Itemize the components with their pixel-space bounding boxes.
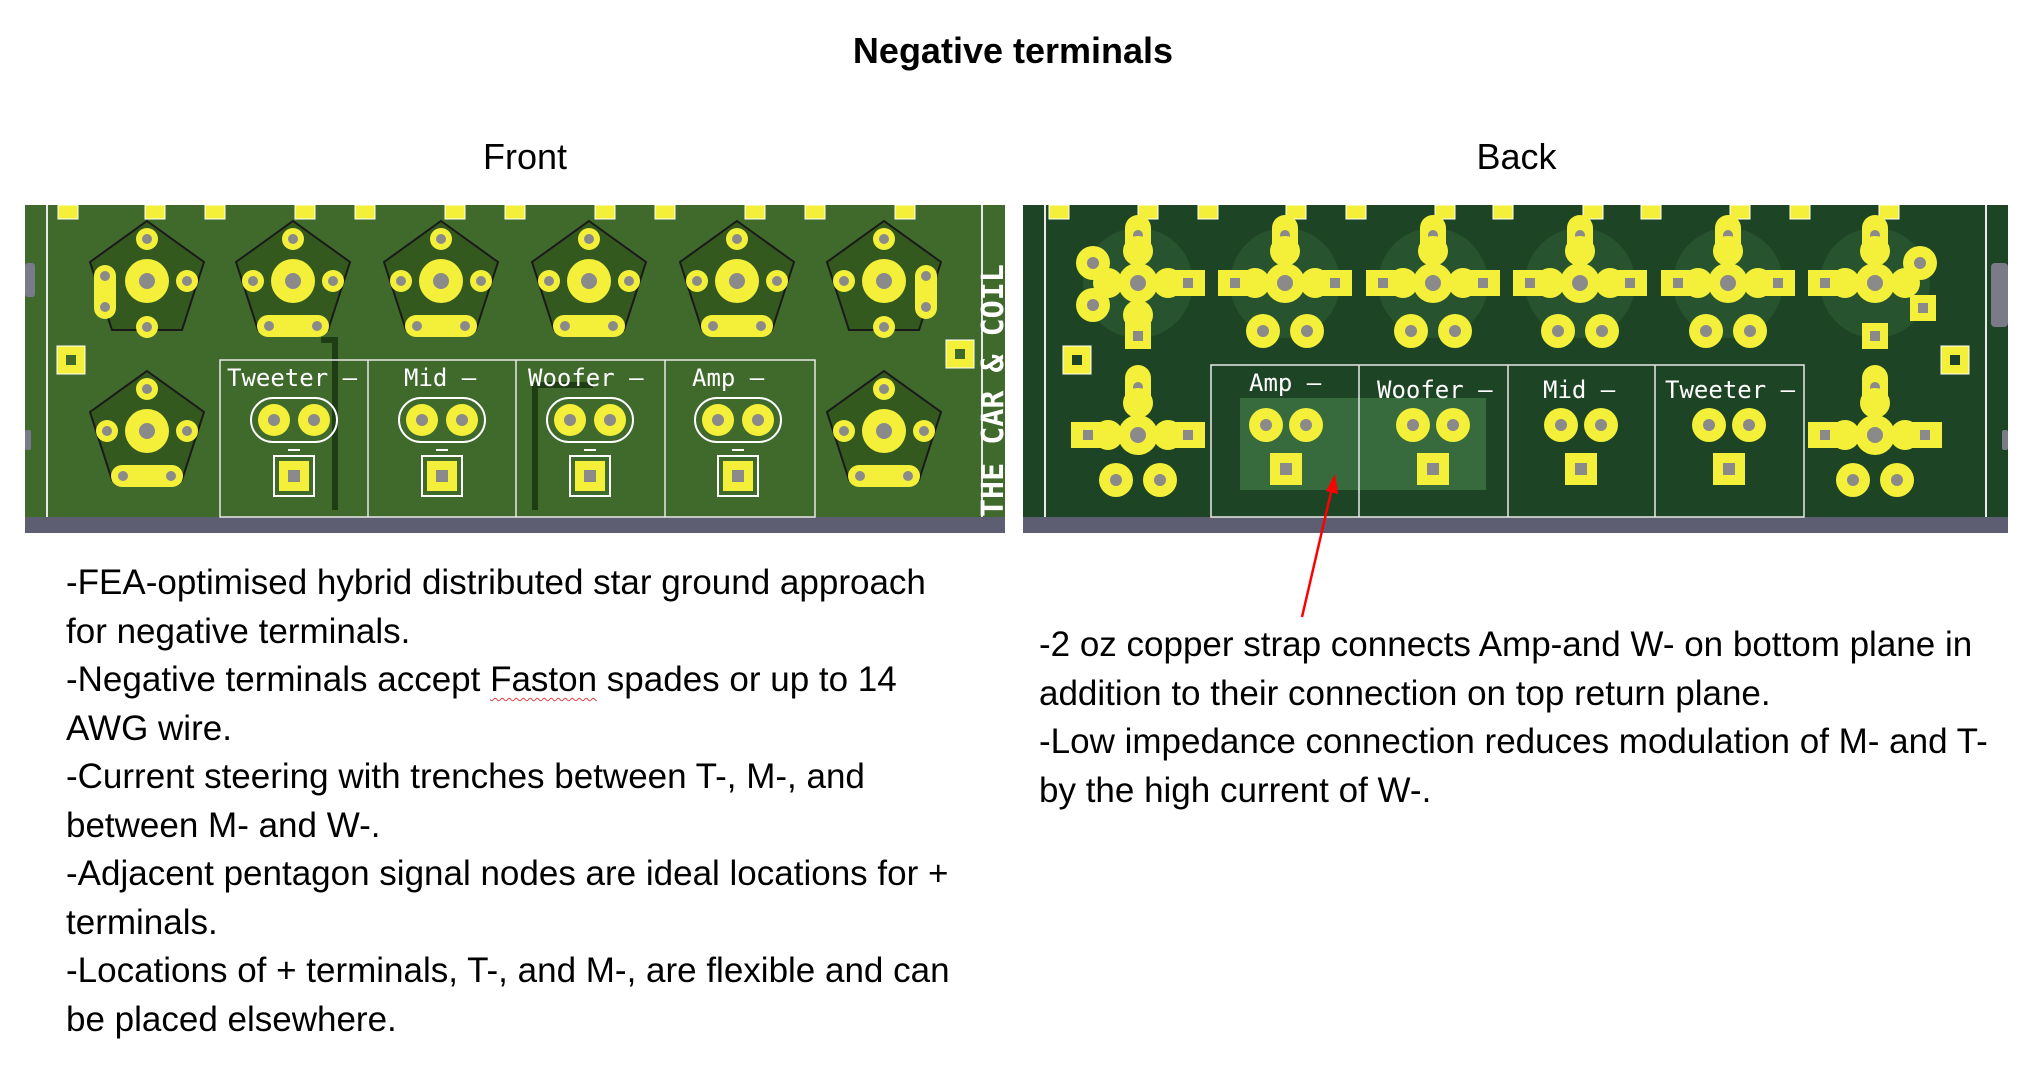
front-note-2: -Negative terminals accept Faston spades… xyxy=(66,656,966,753)
back-label-mid: Mid – xyxy=(1543,376,1616,404)
back-pcb-image: Amp – Woofer – Mid – Tweeter – xyxy=(1023,205,2008,533)
page-title: Negative terminals xyxy=(852,30,1174,71)
back-note-1: -2 oz copper strap connects Amp-and W- o… xyxy=(1039,625,1973,713)
front-label-amp: Amp – xyxy=(692,364,765,392)
front-label-mid: Mid – xyxy=(404,364,477,392)
back-note-2: -Low impedance connection reduces modula… xyxy=(1039,722,1988,810)
front-note-2-pre: -Negative terminals accept xyxy=(66,660,491,699)
front-pcb-image: Tweeter – Mid – Woofer – Amp – xyxy=(25,205,1005,533)
back-label: Back xyxy=(1476,136,1557,177)
front-notes: -FEA-optimised hybrid distributed star g… xyxy=(66,559,966,1044)
front-label-woofer: Woofer – xyxy=(528,364,644,392)
front-label: Front xyxy=(482,136,568,177)
front-label-tweeter: Tweeter – xyxy=(227,364,358,392)
back-label-tweeter: Tweeter – xyxy=(1665,376,1796,404)
back-label-amp: Amp – xyxy=(1249,369,1322,397)
front-note-3: -Current steering with trenches between … xyxy=(66,757,865,845)
back-notes: -2 oz copper strap connects Amp-and W- o… xyxy=(1039,621,1999,815)
board-edge-text: THE CAR & COIL xyxy=(976,264,1005,517)
arrow-icon xyxy=(1300,474,1338,618)
front-note-1: -FEA-optimised hybrid distributed star g… xyxy=(66,563,926,651)
front-note-5: -Locations of + terminals, T-, and M-, a… xyxy=(66,951,950,1039)
front-note-2-post: spades or up to 14 AWG wire. xyxy=(66,660,897,748)
back-label-woofer: Woofer – xyxy=(1377,376,1493,404)
front-note-4: -Adjacent pentagon signal nodes are idea… xyxy=(66,854,949,942)
faston-word: Faston xyxy=(490,660,598,699)
